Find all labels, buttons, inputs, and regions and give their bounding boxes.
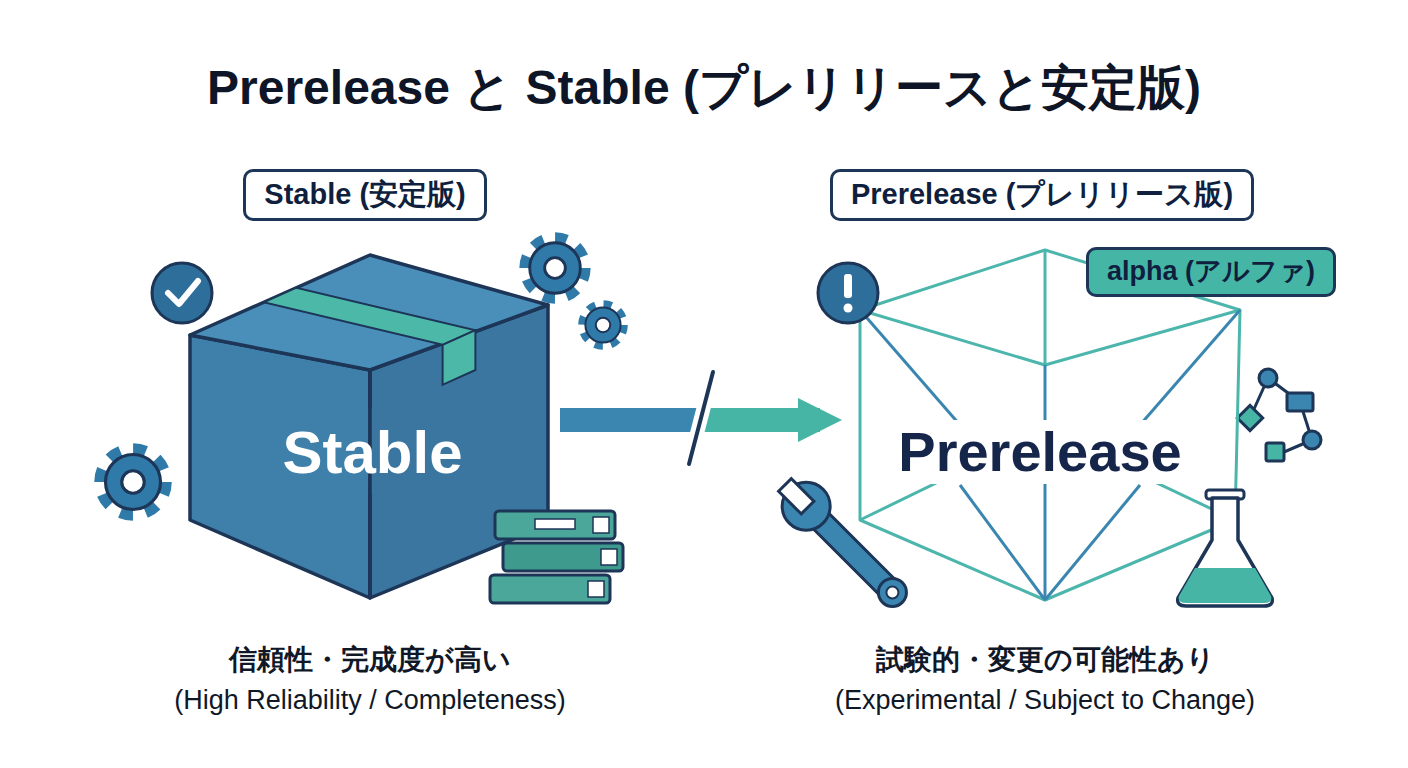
prerelease-box: Prereleasealpha (アルファ) — [840, 240, 1240, 600]
box-title: Stable — [282, 418, 462, 487]
gear-icon — [525, 238, 585, 298]
version-tag: Stable (安定版) — [243, 169, 486, 220]
diagram-title: Prerelease と Stable (プレリリースと安定版) — [207, 56, 1201, 120]
not-equal-slash — [689, 372, 713, 464]
caption-text: (Experimental / Subject to Change) — [835, 685, 1255, 716]
caption-text: (High Reliability / Completeness) — [174, 685, 566, 716]
version-tag: Prerelease (プレリリース版) — [830, 169, 1254, 220]
box-title: Prerelease — [892, 420, 1187, 484]
caption-text: 試験的・変更の可能性あり — [876, 641, 1215, 679]
gear-icon — [582, 304, 624, 346]
alpha-badge: alpha (アルファ) — [1086, 247, 1336, 296]
caption-text: 信頼性・完成度が高い — [229, 641, 511, 679]
network-icon — [1237, 369, 1321, 461]
tag-text: Prerelease (プレリリース版) — [851, 178, 1233, 211]
tag-text: Stable (安定版) — [264, 178, 465, 211]
tag-text: alpha (アルファ) — [1107, 256, 1315, 287]
node-illustration — [152, 255, 623, 603]
gear-icon — [101, 450, 166, 515]
node-illustration — [768, 250, 1272, 619]
flow-arrow — [560, 408, 820, 432]
stable-box: Stable — [185, 240, 560, 600]
